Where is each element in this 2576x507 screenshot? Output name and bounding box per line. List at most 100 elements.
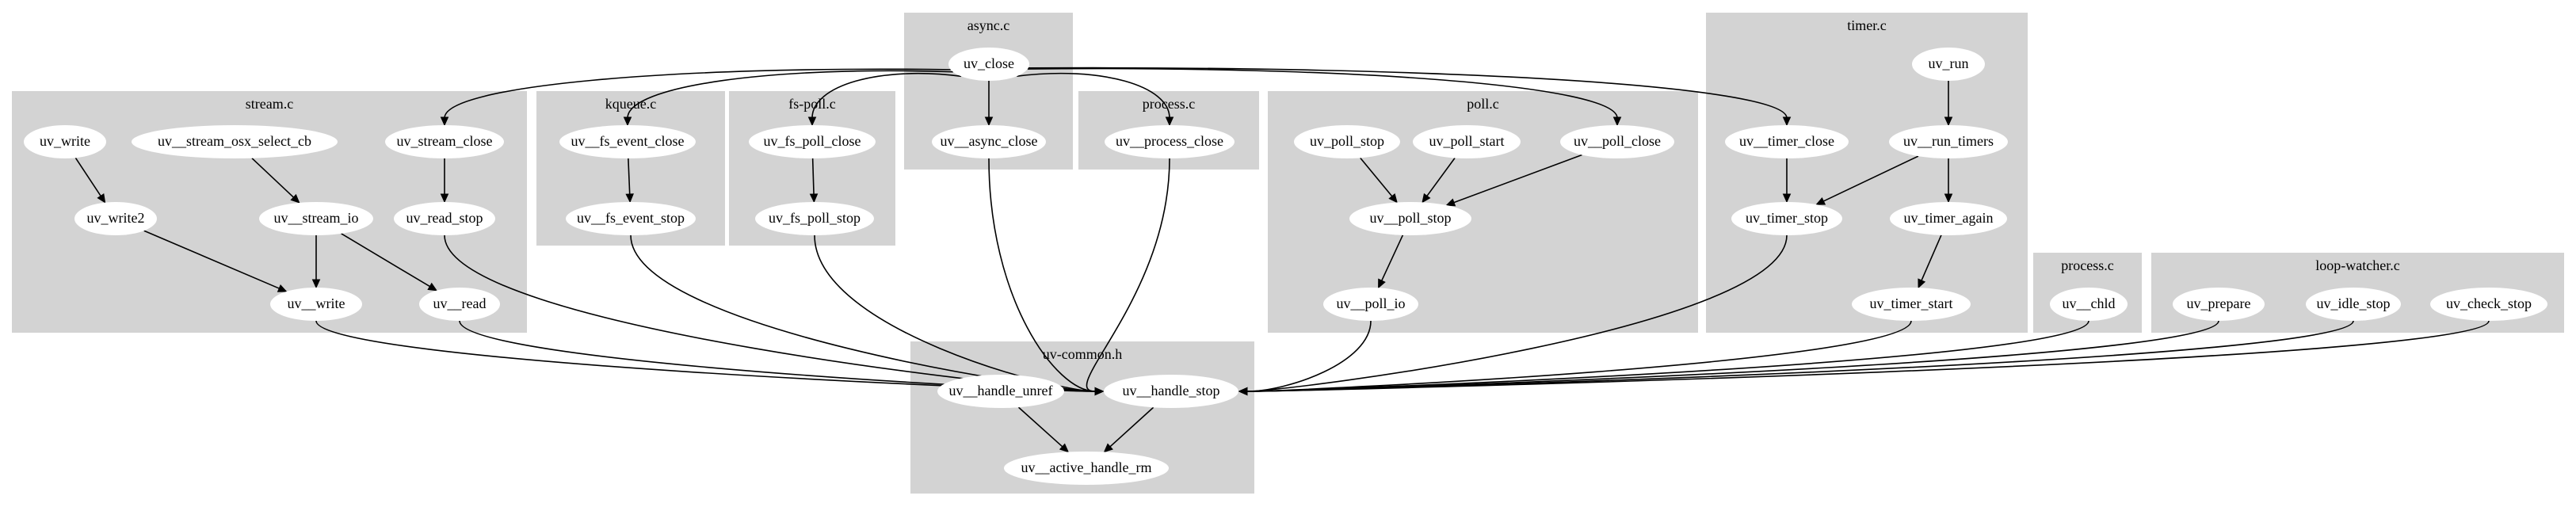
node-uv-write2: uv_write2 xyxy=(74,202,157,235)
node-uv-fs-event-close: uv__fs_event_close xyxy=(559,125,696,158)
node-ellipse xyxy=(1105,125,1235,158)
node-label: uv__fs_event_stop xyxy=(577,210,685,226)
node-label: uv__run_timers xyxy=(1903,133,1994,149)
node-uv-poll-stop: uv__poll_stop xyxy=(1349,202,1471,235)
edge-line xyxy=(444,68,951,119)
edge-line xyxy=(143,230,280,289)
node-label: uv__async_close xyxy=(941,133,1038,149)
edge-uv-poll-start-to-uv-poll-stop xyxy=(1422,158,1456,204)
edge-line xyxy=(1086,158,1170,392)
node-ellipse xyxy=(270,288,362,321)
node-ellipse xyxy=(74,202,157,235)
edge-uv-poll-stop-a-to-uv-poll-stop xyxy=(1360,157,1398,204)
node-uv-check-stop: uv_check_stop xyxy=(2430,288,2547,321)
cluster-label: process.c xyxy=(2061,257,2113,273)
node-uv-stream-osx-select-cb: uv__stream_osx_select_cb xyxy=(132,125,338,158)
node-ellipse xyxy=(1323,288,1418,321)
arrowhead xyxy=(625,193,634,204)
arrowhead xyxy=(427,282,438,292)
edge-uv-poll-stop-to-uv-poll-io xyxy=(1378,234,1404,289)
arrowhead xyxy=(1165,116,1174,127)
node-label: uv__read xyxy=(433,295,487,311)
edge-uv-handle-stop-to-uv-active-handle-rm xyxy=(1103,406,1154,453)
arrowhead xyxy=(809,193,819,204)
edge-uv-run-timers-to-uv-timer-stop xyxy=(1815,155,1919,205)
arrowhead xyxy=(807,116,817,127)
node-uv-stream-close: uv_stream_close xyxy=(385,125,504,158)
node-uv-poll-close: uv__poll_close xyxy=(1560,125,1674,158)
node-label: uv_close xyxy=(964,55,1014,71)
node-ellipse xyxy=(566,202,696,235)
edge-uv-close-to-uv-fs-poll-close xyxy=(807,72,962,127)
node-ellipse xyxy=(948,48,1029,81)
node-uv-poll-start: uv_poll_start xyxy=(1413,125,1521,158)
edge-uv-handle-unref-to-uv-active-handle-rm xyxy=(1017,406,1070,453)
node-uv-run: uv_run xyxy=(1912,48,1985,81)
node-label: uv__process_close xyxy=(1116,133,1223,149)
node-ellipse xyxy=(2050,288,2128,321)
node-ellipse xyxy=(1413,125,1521,158)
node-ellipse xyxy=(559,125,696,158)
arrowhead xyxy=(1918,278,1926,289)
node-ellipse xyxy=(2430,288,2547,321)
edge-uv-run-timers-to-uv-timer-again xyxy=(1944,158,1953,204)
node-ellipse xyxy=(24,125,106,158)
node-ellipse xyxy=(1004,452,1169,485)
cluster-label: timer.c xyxy=(1847,17,1886,33)
node-uv-process-close: uv__process_close xyxy=(1105,125,1235,158)
edge-uv-stream-io-to-uv-read xyxy=(341,233,438,292)
arrowhead xyxy=(1103,443,1113,453)
arrowhead xyxy=(1388,193,1398,204)
node-ellipse xyxy=(1104,375,1238,408)
edge-uv-write2-to-uv-write xyxy=(143,230,288,292)
node-label: uv_poll_stop xyxy=(1310,133,1384,149)
node-ellipse xyxy=(1731,202,1842,235)
node-ellipse xyxy=(259,202,373,235)
edge-line xyxy=(1823,155,1919,202)
arrowhead xyxy=(311,279,321,289)
node-uv-read-stop: uv_read_stop xyxy=(394,202,495,235)
edge-uv-process-close-to-uv-handle-stop xyxy=(1086,158,1170,396)
cluster-label: stream.c xyxy=(246,96,293,112)
node-label: uv__write xyxy=(288,295,345,311)
node-uv-active-handle-rm: uv__active_handle_rm xyxy=(1004,452,1169,485)
edge-line xyxy=(1109,406,1154,448)
node-ellipse xyxy=(2306,288,2401,321)
edge-uv-stream-io-to-uv-write xyxy=(311,235,321,289)
cluster-label: process.c xyxy=(1143,96,1195,112)
edge-line xyxy=(1028,67,1788,119)
node-uv-fs-poll-stop: uv_fs_poll_stop xyxy=(755,202,874,235)
edge-line xyxy=(74,157,101,196)
edge-uv-stream-osx-select-cb-to-uv-stream-io xyxy=(251,158,300,204)
node-uv-chld: uv__chld xyxy=(2050,288,2128,321)
node-uv-run-timers: uv__run_timers xyxy=(1889,125,2008,158)
node-label: uv_read_stop xyxy=(406,210,483,226)
node-uv-write: uv__write xyxy=(270,288,362,321)
edge-line xyxy=(627,70,953,119)
edge-uv-write-to-uv-write2 xyxy=(74,157,106,204)
node-ellipse xyxy=(1725,125,1849,158)
node-label: uv__handle_stop xyxy=(1123,383,1220,398)
edge-uv-timer-close-to-uv-timer-stop xyxy=(1782,158,1792,204)
cluster-label: async.c xyxy=(967,17,1009,33)
edge-line xyxy=(1017,406,1063,448)
edge-line xyxy=(628,158,631,195)
node-label: uv_fs_poll_close xyxy=(764,133,861,149)
arrowhead xyxy=(1944,193,1953,204)
edge-line xyxy=(814,234,1096,392)
node-uv-fs-event-stop: uv__fs_event_stop xyxy=(566,202,696,235)
edge-line xyxy=(1426,158,1456,196)
node-label: uv_idle_stop xyxy=(2317,295,2391,311)
node-ellipse xyxy=(1890,202,2007,235)
edge-uv-close-to-uv-stream-close xyxy=(440,68,951,127)
arrowhead xyxy=(1094,387,1105,396)
node-ellipse xyxy=(755,202,874,235)
edge-uv-close-to-uv-timer-close xyxy=(1028,67,1792,127)
edge-line xyxy=(811,158,815,195)
node-ellipse xyxy=(749,125,876,158)
edge-line xyxy=(1027,67,1618,119)
edge-uv-poll-close-to-uv-poll-stop xyxy=(1445,154,1582,207)
node-ellipse xyxy=(132,125,338,158)
arrowhead xyxy=(1422,193,1431,204)
arrowhead xyxy=(1815,196,1826,205)
